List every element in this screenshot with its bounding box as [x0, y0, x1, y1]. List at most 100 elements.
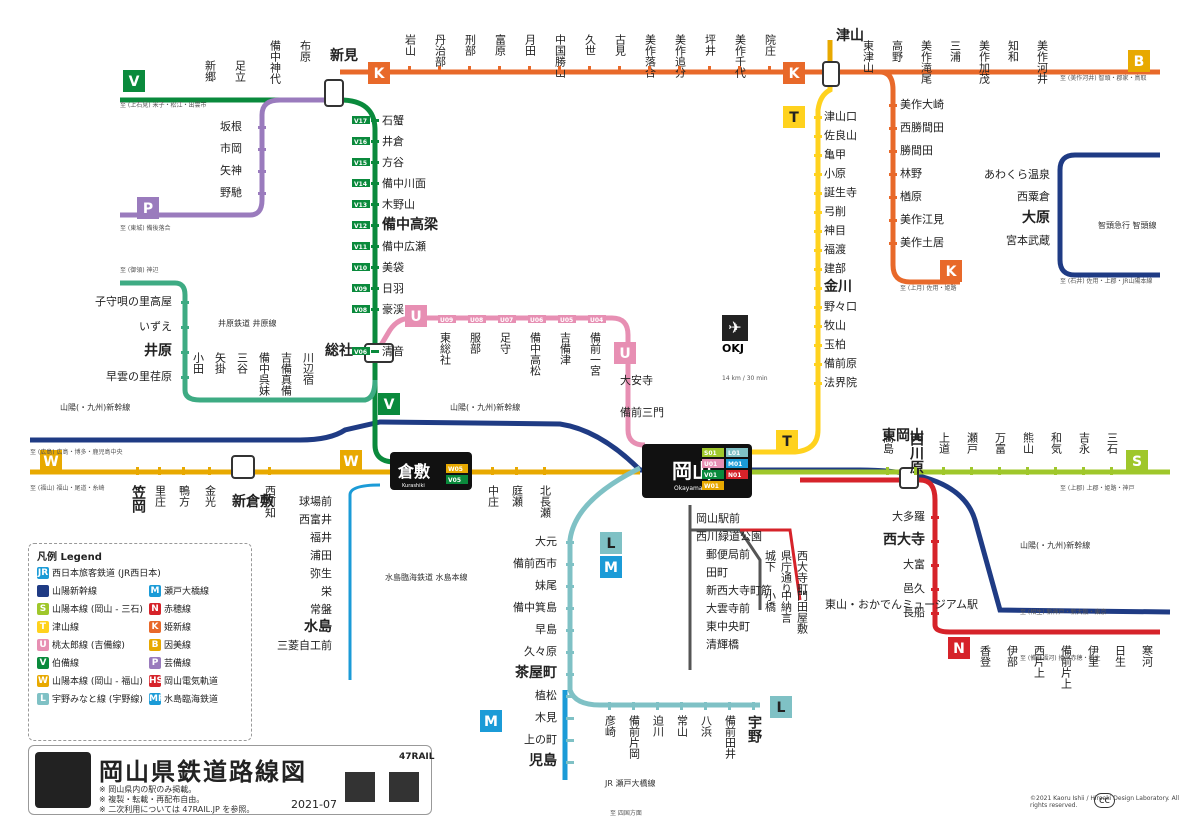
station-label[interactable]: 久世: [584, 34, 597, 56]
station-label[interactable]: 井原: [144, 342, 172, 359]
station-label[interactable]: 早島: [535, 622, 557, 636]
station-label[interactable]: 新郷: [204, 59, 217, 83]
station-label[interactable]: 妹尾: [535, 579, 557, 592]
qr-code-icon[interactable]: [345, 772, 375, 802]
station-label[interactable]: 球場前: [299, 494, 332, 508]
station-label[interactable]: 美作土居: [900, 236, 944, 249]
station-label[interactable]: 西大寺: [883, 531, 925, 548]
station-label[interactable]: 美作千代: [734, 34, 747, 79]
station-label[interactable]: 笠岡: [130, 484, 147, 514]
station-label[interactable]: 西川原: [908, 432, 925, 475]
station-label[interactable]: 大多羅: [892, 509, 925, 523]
station-label[interactable]: 金光: [204, 484, 217, 508]
station-label[interactable]: 里庄: [154, 485, 167, 508]
station-label[interactable]: 津山口: [824, 110, 857, 123]
station-label[interactable]: 宮本武蔵: [1006, 233, 1050, 247]
station-label[interactable]: 清音: [382, 344, 404, 358]
station-label[interactable]: 川辺宿: [302, 352, 315, 385]
station-label[interactable]: 弥生: [310, 566, 332, 580]
station-label[interactable]: 方谷: [382, 155, 404, 169]
station-label[interactable]: 牧山: [824, 318, 846, 332]
station-label[interactable]: 服部: [469, 332, 482, 354]
station-label[interactable]: 市岡: [220, 141, 242, 155]
qr-code-icon-2[interactable]: [389, 772, 419, 802]
station-label[interactable]: 月田: [524, 34, 537, 56]
station-label[interactable]: 長船: [903, 605, 925, 619]
station-label[interactable]: 吉備真備: [280, 352, 293, 397]
station-label[interactable]: 備前原: [824, 356, 857, 370]
station-label[interactable]: 庭瀬: [511, 484, 524, 508]
station-label[interactable]: 小原: [824, 167, 846, 180]
station-label[interactable]: 伊部: [1006, 645, 1019, 667]
station-label[interactable]: 東津山: [862, 40, 875, 73]
station-label[interactable]: 井倉: [382, 134, 404, 148]
station-label[interactable]: 迫川: [652, 714, 665, 737]
station-label[interactable]: 古見: [614, 34, 627, 56]
hub-niimi[interactable]: 新見: [324, 47, 358, 107]
station-label[interactable]: 大元: [535, 534, 557, 548]
station-label[interactable]: 富原: [494, 33, 507, 56]
station-label[interactable]: いずえ: [139, 320, 172, 333]
station-label[interactable]: 門田屋敷: [796, 590, 809, 635]
station-label[interactable]: 八浜: [700, 715, 713, 738]
station-label[interactable]: 美作加茂: [978, 40, 991, 85]
station-label[interactable]: 美作河井: [1036, 40, 1049, 85]
station-label[interactable]: 中庄: [487, 485, 500, 508]
station-label[interactable]: 丹治部: [434, 34, 447, 67]
station-label[interactable]: 勝間田: [900, 143, 933, 157]
station-label[interactable]: 茶屋町: [514, 664, 557, 681]
station-label[interactable]: 日生: [1114, 645, 1127, 667]
station-label[interactable]: 西片上: [1033, 645, 1046, 678]
station-label[interactable]: 備前三門: [620, 405, 664, 419]
station-label[interactable]: 西大寺町: [796, 550, 809, 594]
station-label[interactable]: 建部: [824, 261, 846, 275]
station-label[interactable]: 県庁通り: [780, 550, 793, 594]
station-label[interactable]: 玉柏: [824, 337, 846, 351]
station-label[interactable]: 備中呉妹: [258, 352, 271, 397]
station-label[interactable]: 東総社: [439, 332, 452, 366]
station-label[interactable]: 備中神代: [269, 40, 282, 85]
station-label[interactable]: 寒河: [1141, 644, 1154, 667]
station-label[interactable]: 知和: [1007, 39, 1020, 63]
station-label[interactable]: 常盤: [310, 603, 332, 616]
station-label[interactable]: 豪渓: [382, 302, 404, 316]
station-label[interactable]: 大原: [1022, 209, 1050, 226]
station-label[interactable]: 福渡: [824, 242, 846, 256]
station-label[interactable]: 坂根: [220, 119, 242, 133]
station-label[interactable]: 美袋: [382, 260, 404, 274]
station-label[interactable]: 西阿知: [264, 485, 277, 519]
station-label[interactable]: 矢神: [220, 163, 242, 177]
station-label[interactable]: 大安寺: [620, 373, 653, 387]
station-label[interactable]: 瀬戸: [966, 431, 979, 455]
station-label[interactable]: 木野山: [382, 198, 415, 211]
station-label[interactable]: 野馳: [220, 185, 242, 199]
station-label[interactable]: 鴨方: [178, 484, 191, 507]
station-label[interactable]: 高島: [882, 431, 895, 455]
station-label[interactable]: 西富井: [299, 512, 332, 526]
station-label[interactable]: 法界院: [824, 375, 857, 389]
station-label[interactable]: 美作追分: [674, 34, 687, 78]
station-label[interactable]: 野々口: [824, 300, 857, 313]
station-label[interactable]: 久々原: [524, 645, 557, 658]
station-label[interactable]: 石蟹: [382, 113, 404, 127]
station-label[interactable]: 北長瀬: [539, 485, 552, 519]
station-label[interactable]: 岡山駅前: [696, 511, 740, 525]
station-label[interactable]: 西粟倉: [1017, 189, 1050, 203]
station-label[interactable]: 邑久: [903, 582, 925, 595]
hub-kurashiki[interactable]: 倉敷 Kurashiki W05 V05: [390, 452, 472, 490]
station-label[interactable]: 上の町: [524, 733, 557, 746]
station-label[interactable]: 亀甲: [824, 147, 846, 161]
station-label[interactable]: 大雲寺前: [706, 601, 750, 615]
station-label[interactable]: 中国勝山: [554, 34, 567, 78]
station-label[interactable]: 上道: [938, 432, 951, 454]
station-label[interactable]: 備中高松: [529, 332, 542, 376]
station-label[interactable]: 東中央町: [706, 620, 750, 633]
station-label[interactable]: 美作滝尾: [920, 40, 933, 84]
station-label[interactable]: 神目: [824, 223, 846, 237]
station-label[interactable]: 楢原: [900, 189, 922, 203]
station-label[interactable]: 郵便局前: [706, 547, 750, 561]
station-label[interactable]: 備前片岡: [628, 715, 641, 760]
station-label[interactable]: 吉備津: [559, 332, 572, 365]
station-label[interactable]: 備前西市: [513, 556, 557, 570]
station-label[interactable]: 誕生寺: [824, 185, 857, 199]
